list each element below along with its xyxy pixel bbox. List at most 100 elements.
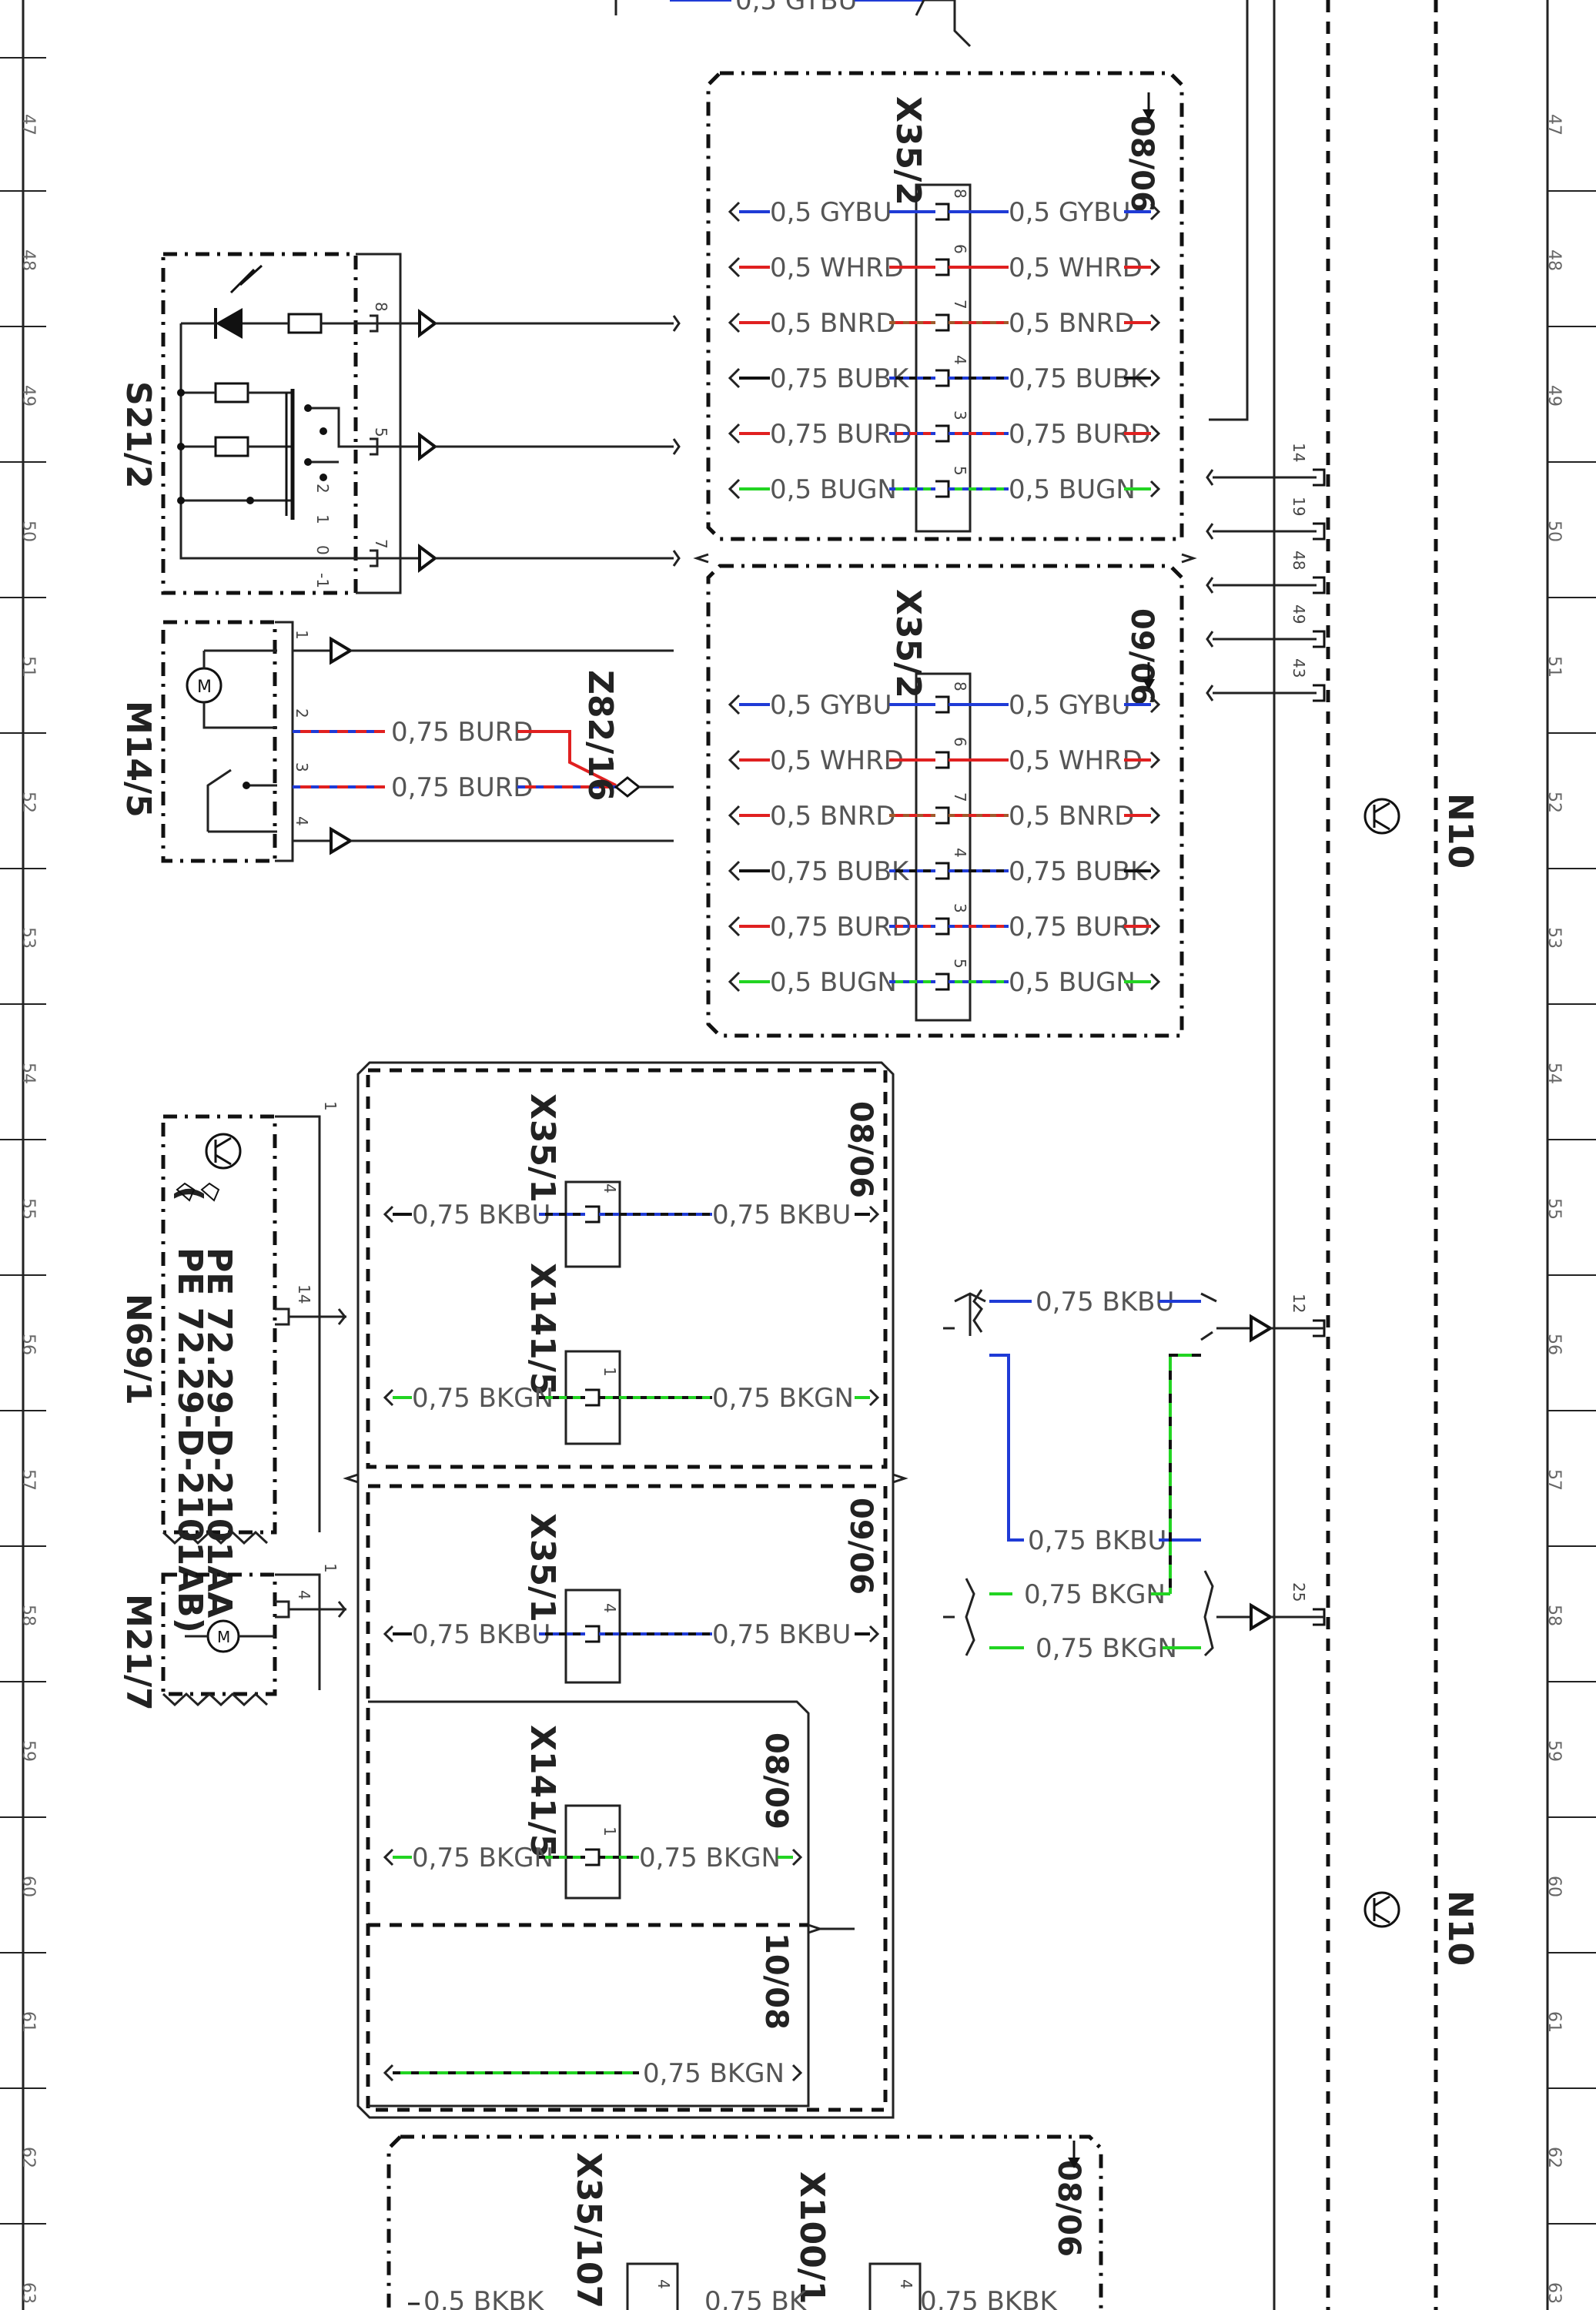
x35-2-wire-label-right: 0,5 WHRD (1009, 745, 1143, 776)
n10-pin-number: 48 (1290, 551, 1308, 570)
pin-socket (585, 1205, 601, 1224)
x35-2-wire-label-left: 0,5 GYBU (770, 197, 892, 228)
top-partial-wire: 0,5 GYBU (614, 0, 1249, 421)
pin-socket (1313, 576, 1326, 594)
x35-1-b-title: X35/1 (523, 1513, 562, 1622)
w25-b-label: 0,75 BKGN (1036, 1633, 1177, 1664)
n69-pin-14: 14 (295, 1284, 313, 1304)
wire-break (1149, 203, 1161, 221)
m14-5-title: M14/5 (119, 701, 158, 818)
ruler-number-left: 63 (18, 2282, 38, 2304)
ruler-number-right: 50 (1544, 521, 1564, 542)
wire-break (728, 749, 741, 771)
n69-1-title: N69/1 (119, 1294, 158, 1405)
x35-2-wire-label-right: 0,5 BNRD (1009, 801, 1134, 832)
pin-socket (1313, 684, 1326, 702)
n10-pin-number: 12 (1290, 1294, 1308, 1313)
wire-break (1206, 631, 1214, 648)
x35-2-block-a: X35/2 08/06 (706, 71, 1184, 541)
x35-2-pin-number: 7 (951, 792, 969, 802)
m14-pin-1: 1 (293, 630, 311, 640)
ruler-number-left: 57 (18, 1469, 38, 1491)
w12-top-label: 0,75 BKBU (1036, 1287, 1174, 1317)
pin-socket (935, 806, 950, 825)
mid-pin-number: 4 (601, 1603, 619, 1613)
ruler-number-left: 47 (18, 114, 38, 136)
x35-2-b-title: X35/2 (888, 589, 928, 698)
transistor-icon (1363, 798, 1400, 1928)
bottom-block: X35/107 X100/1 08/06 4 4 0,5 BKBK 0,75 B… (386, 2134, 1103, 2310)
mid-wire-label-left: 0,75 BKGN (412, 1383, 554, 1414)
mid-wire-label-left: 0,75 BKBU (412, 1200, 550, 1230)
ruler-number-left: 48 (18, 249, 38, 271)
x35-2-wire-label-right: 0,5 GYBU (1009, 197, 1131, 228)
ruler-number-right: 59 (1544, 1740, 1564, 1762)
x35-2-pin-number: 5 (951, 959, 969, 969)
pin-socket (935, 424, 950, 443)
m21-pin-1: 1 (321, 1563, 340, 1573)
s21-pin-5: 5 (372, 427, 390, 437)
mid-block-outer: 08/06 09/06 08/09 10/08 X35/1 X141/5 X35… (343, 1061, 908, 2119)
pin-socket (1313, 468, 1326, 487)
pin-socket (1313, 630, 1326, 648)
mid-wire-label-right: 0,75 BKGN (639, 1843, 781, 1873)
ruler-left (0, 0, 1549, 2310)
x35-2-pin-number: 6 (951, 737, 969, 747)
x35-2-wire-label-right: 0,5 GYBU (1009, 690, 1131, 721)
m14-5-motor: M14/5 M 1 2 3 4 0,75 BURD 0,75 BURD Z82/… (119, 620, 674, 863)
pin-socket (935, 203, 950, 221)
wire-break (728, 805, 741, 826)
mid-wire-label-right: 0,75 BKGN (712, 1383, 854, 1414)
wire-break (1149, 424, 1161, 443)
x35-2-pin-number: 4 (951, 355, 969, 365)
hand-icon (176, 1182, 220, 1202)
ruler-number-right: 47 (1544, 114, 1564, 136)
wire-break (728, 367, 741, 389)
wire-break (868, 1625, 880, 1643)
m14-pin-3: 3 (293, 762, 311, 772)
wire-break (1149, 806, 1161, 825)
switch-pos-m1: -1 (313, 573, 332, 588)
s21-2-switch: S21/2 2 1 0 -1 8 5 7 (119, 252, 681, 595)
mid-pin-number: 1 (601, 1367, 619, 1377)
wire-break (728, 423, 741, 444)
range-label-1: 08/06 (1124, 116, 1159, 213)
pin-socket (935, 258, 950, 276)
wire-break (728, 971, 741, 993)
x35-2-pin-number: 8 (951, 189, 969, 199)
ruler-number-left: 52 (18, 792, 38, 813)
pin-socket (935, 313, 950, 332)
wire-break (383, 1388, 394, 1407)
wire-break (1149, 480, 1161, 498)
wire-break (728, 916, 741, 937)
wire-break (1206, 469, 1214, 486)
ruler-number-right: 62 (1544, 2147, 1564, 2168)
resistor-icon (287, 313, 323, 334)
ruler-number-left: 56 (18, 1334, 38, 1355)
wire-break (728, 312, 741, 333)
bottom-pin-a: 4 (654, 2279, 673, 2289)
x35-2-wire-label-right: 0,5 BNRD (1009, 308, 1134, 339)
wire-break (728, 860, 741, 882)
x35-2-pin-number: 4 (951, 848, 969, 858)
ruler-number-right: 56 (1544, 1334, 1564, 1355)
n10-pin-number: 43 (1290, 658, 1308, 678)
pin-socket (585, 1388, 601, 1407)
switch-pos-2: 2 (313, 484, 332, 494)
ruler-number-right: 48 (1544, 249, 1564, 271)
pin-socket (935, 480, 950, 498)
m21-7-title: M21/7 (119, 1594, 158, 1711)
x35-2-pin-number: 6 (951, 244, 969, 254)
wire-break (383, 2064, 394, 2082)
s21-pin-8: 8 (372, 302, 390, 312)
wire-break (868, 1205, 880, 1224)
ruler-number-right: 53 (1544, 927, 1564, 949)
wire-break (1149, 695, 1161, 714)
pin-socket (935, 369, 950, 387)
m14-pin-4: 4 (293, 816, 311, 826)
pin-socket (935, 751, 950, 769)
s21-2-title: S21/2 (119, 381, 158, 489)
switch-pos-1: 1 (313, 514, 332, 524)
wire-break (383, 1205, 394, 1224)
